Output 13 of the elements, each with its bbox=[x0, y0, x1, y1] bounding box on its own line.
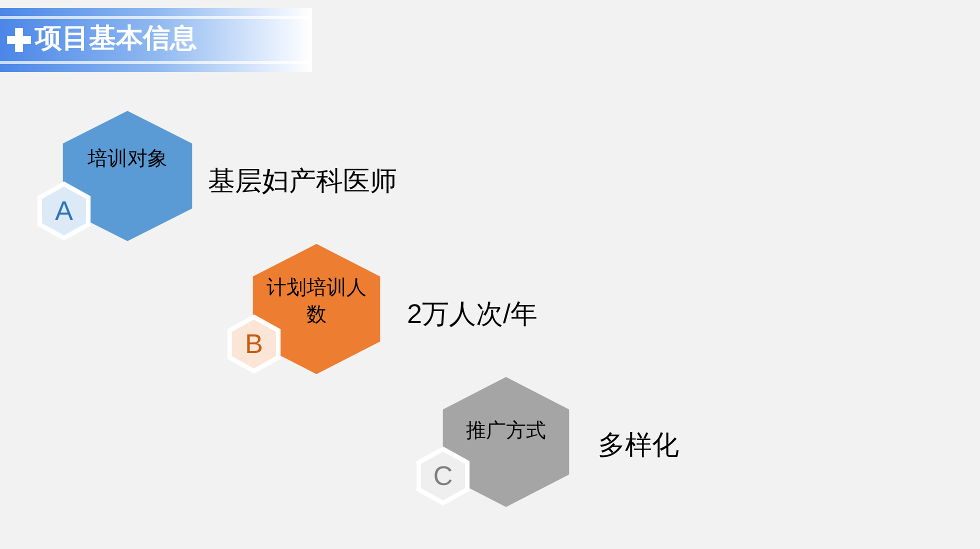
letter-hexagon bbox=[37, 181, 91, 241]
letter-hexagon bbox=[227, 314, 281, 374]
value-text: 多样化 bbox=[598, 429, 679, 462]
letter-hexagon bbox=[416, 446, 470, 506]
hexagon-letter: C bbox=[432, 460, 454, 492]
value-text: 基层妇产科医师 bbox=[208, 165, 397, 198]
title: 项目基本信息 bbox=[35, 22, 197, 54]
hexagon-letter: B bbox=[244, 328, 264, 360]
hexagon-label: 推广方式 bbox=[465, 419, 547, 444]
hexagon-label: 培训对象 bbox=[86, 147, 168, 172]
hexagon-label: 计划培训人数 bbox=[266, 276, 368, 328]
value-text: 2万人次/年 bbox=[407, 298, 538, 331]
hexagon-letter: A bbox=[54, 195, 74, 227]
